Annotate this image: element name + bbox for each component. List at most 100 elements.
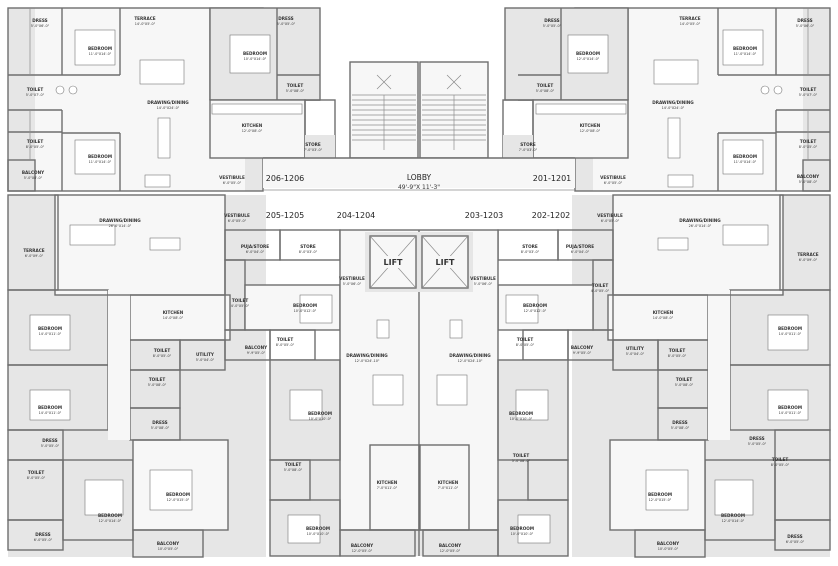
room-dimensions: 6'-0"X5'-0" [786, 540, 805, 544]
room-dimensions: 12'-0"X14'-0" [99, 519, 122, 523]
room-dimensions: 5'-0"X8'-0" [24, 176, 43, 180]
room-name: BALCONY [157, 541, 180, 546]
room-name: DRESS [32, 18, 47, 23]
room-dimensions: 5'-0"X5'-0" [41, 444, 60, 448]
room-name: BEDROOM [778, 405, 802, 410]
room-name: BALCONY [22, 170, 45, 175]
room-name: TERRACE [679, 16, 700, 21]
unit-number-u204: 204-1204 [337, 211, 376, 220]
room-name: DRAWING/DINING [652, 100, 694, 105]
room-dimensions: 26'-0"X14'-0" [689, 224, 712, 228]
room-dimensions: 6'-0"X5'-0" [34, 538, 53, 542]
room-dimensions: 5'-0"X8'-0" [286, 89, 305, 93]
room-name: TOILET [513, 453, 530, 458]
room-dimensions: 8'-0"X5'-0" [771, 463, 790, 467]
room-name: BEDROOM [721, 513, 745, 518]
room-name: TOILET [28, 470, 45, 475]
room-dimensions: 7'-0"X11'-0" [377, 486, 398, 490]
room-dimensions: 5'-0"X7'-0" [26, 93, 45, 97]
room-name: DRESS [797, 18, 812, 23]
room-dimensions: 7'-0"X11'-0" [438, 486, 459, 490]
room-dimensions: 8'-0"X5'-0" [668, 354, 687, 358]
room-name: VESTIBULE [600, 175, 626, 180]
room-name: DRAWING/DINING [147, 100, 189, 105]
room-name: KITCHEN [242, 123, 263, 128]
room-name: BALCONY [351, 543, 374, 548]
room-name: TERRACE [23, 248, 44, 253]
room-name: TERRACE [134, 16, 155, 21]
room-name: STORE [300, 244, 316, 249]
room-dimensions: 6'-0"X5'-0" [228, 219, 247, 223]
room-dimensions: 5'-0"X6'-0" [31, 24, 50, 28]
room-dimensions: 8'-0"X3'-0" [521, 250, 540, 254]
room-dimensions: 5'-0"X6'-0" [796, 24, 815, 28]
room-name: TOILET [517, 337, 534, 342]
room-dimensions: 10'-0"X5'-0" [158, 547, 179, 551]
room-dimensions: 12'-0"X14'-0" [577, 57, 600, 61]
room-dimensions: 5'-0"X8'-0" [799, 180, 818, 184]
room-name: DRESS [35, 532, 50, 537]
room-dimensions: 14'-0"X24'-0" [662, 106, 685, 110]
lift-label-left: LIFT [384, 258, 404, 267]
room-name: BEDROOM [166, 492, 190, 497]
room-name: TOILET [800, 139, 817, 144]
room-dimensions: 7'-0"X3'-0" [304, 148, 323, 152]
room-dimensions: 6'-0"X9'-0" [25, 254, 44, 258]
room-dimensions: 8'-0"X5'-0" [27, 476, 46, 480]
room-dimensions: 12'-0"X8'-0" [580, 129, 601, 133]
room-name: KITCHEN [438, 480, 459, 485]
room-name: VESTIBULE [597, 213, 623, 218]
room-dimensions: 10'-0"X5'-0" [658, 547, 679, 551]
room-name: TOILET [772, 457, 789, 462]
room-name: BEDROOM [733, 154, 757, 159]
room-name: BEDROOM [648, 492, 672, 497]
room-dimensions: 6'-0"X5'-0" [601, 219, 620, 223]
room-dimensions: 12'-0"X15'-0" [649, 498, 672, 502]
room-dimensions: 5'-0"X5'-0" [748, 442, 767, 446]
room-name: TOILET [669, 348, 686, 353]
room-dimensions: 5'-0"X8'-0" [284, 468, 303, 472]
room-name: PUJA/STORE [566, 244, 594, 249]
room-name: DRESS [278, 16, 293, 21]
room-name: DRAWING/DINING [679, 218, 721, 223]
room-dimensions: 5'-0"X8'-0" [675, 383, 694, 387]
room-dimensions: 14'-0"X8'-0" [653, 316, 674, 320]
room-name: BEDROOM [88, 154, 112, 159]
room-name: BEDROOM [733, 46, 757, 51]
room-dimensions: 5'-0"X6'-0" [343, 282, 362, 286]
room-name: BALCONY [657, 541, 680, 546]
room-name: STORE [520, 142, 536, 147]
room-dimensions: 14'-0"X11'-0" [779, 332, 802, 336]
room-dimensions: 14'-0"X24'-0" [157, 106, 180, 110]
room-dimensions: 10'-0"X10'-0" [510, 417, 533, 421]
room-name: DRESS [787, 534, 802, 539]
wing-top-right [502, 7, 831, 192]
